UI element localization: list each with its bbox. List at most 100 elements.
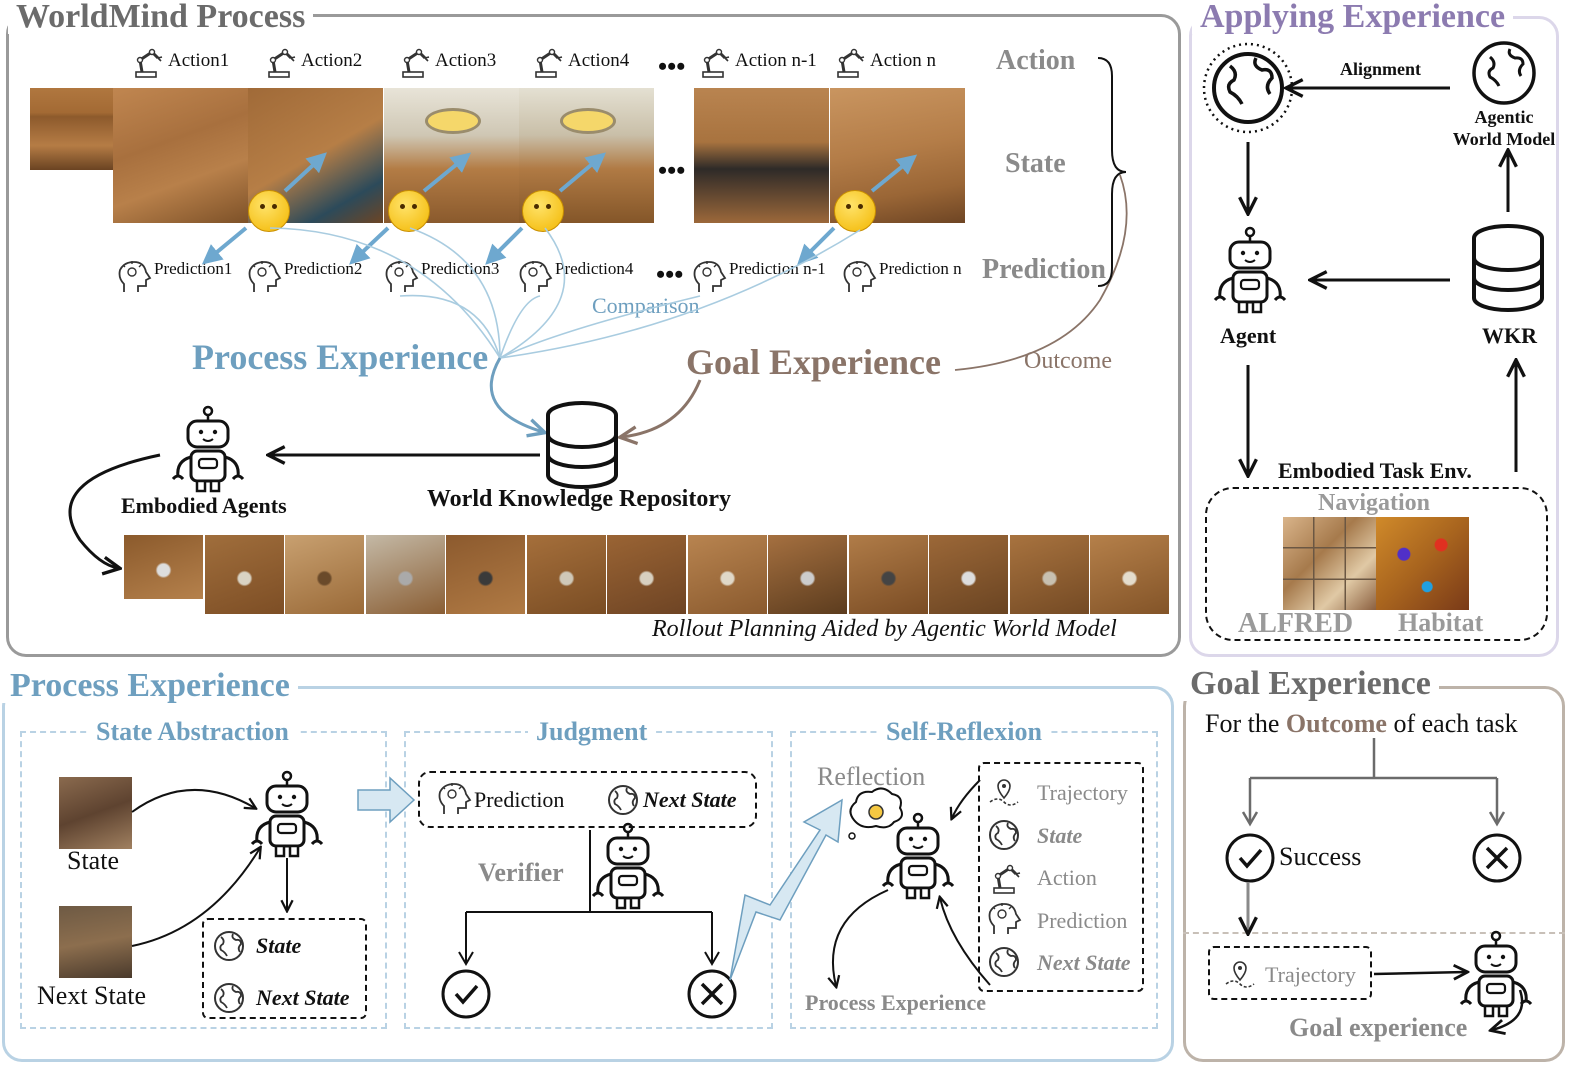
rollout-frame <box>1009 535 1089 614</box>
embodied-agent-robot-icon <box>171 405 245 493</box>
judgment-next-state-label: Next State <box>643 787 737 812</box>
world-model-globe-icon <box>1202 42 1294 134</box>
items-to-robot-arrow-top <box>952 779 981 818</box>
worldmind-process-panel <box>6 14 1181 657</box>
to-judgment-arrow <box>357 776 416 824</box>
verifier-robot-icon <box>591 822 665 910</box>
state-image <box>59 777 132 849</box>
tree-arrowheads <box>458 951 720 966</box>
prediction-label: Prediction4 <box>555 259 634 278</box>
action-label: Action1 <box>168 50 230 71</box>
next-state-globe-icon-reflexion <box>989 947 1019 977</box>
navigation-label: Navigation <box>1316 490 1433 516</box>
rollout-frame <box>768 535 847 614</box>
robot-to-process-exp-arrow <box>833 889 889 986</box>
judgment-prediction-label: Prediction <box>474 787 565 812</box>
states-ellipsis: ••• <box>658 156 686 185</box>
outcome-line-post: of each task <box>1386 709 1518 738</box>
outcome-word: Outcome <box>1285 709 1387 738</box>
worldmind-process-title: WorldMind Process <box>8 0 314 34</box>
prediction-arrow <box>349 226 390 265</box>
action-robot-arm-icon <box>992 864 1022 895</box>
items-to-robot-arrow-bottom <box>940 898 991 986</box>
outcome-label: Outcome <box>1024 348 1112 374</box>
habitat-thumbnail <box>1376 517 1469 610</box>
reflection-label: Reflection <box>817 762 926 791</box>
next-state-image <box>59 906 132 978</box>
reflexion-process-experience-label: Process Experience <box>805 990 987 1015</box>
process-to-wkr-arrow <box>489 357 543 432</box>
process-experience-heading: Process Experience <box>192 337 489 377</box>
applying-experience-title: Applying Experience <box>1192 0 1514 34</box>
rollout-frame <box>848 535 928 614</box>
action-arrow <box>558 152 607 193</box>
wkr-database-icon-right <box>1472 224 1544 312</box>
success-label: Success <box>1279 842 1362 871</box>
alfred-thumbnail <box>1283 517 1376 610</box>
task-env-box <box>1205 487 1548 641</box>
cross-icon <box>687 969 737 1019</box>
thinking-emoji-icon <box>834 190 876 232</box>
lamp-shape <box>560 108 616 134</box>
next-state-image-label: Next State <box>37 981 147 1010</box>
abstract-state-label: State <box>256 933 302 958</box>
state-frame-5 <box>694 88 829 223</box>
goal-robot-icon <box>1459 930 1533 1018</box>
action-arrow <box>283 152 327 193</box>
wkr-label: WKR <box>1482 323 1537 348</box>
goal-divider <box>1183 932 1565 934</box>
state-globe-icon <box>214 931 244 961</box>
agentic-world-model-globe-icon <box>1472 41 1536 105</box>
goal-experience-label: Goal experience <box>1289 1013 1468 1042</box>
rollout-frame <box>929 535 1008 614</box>
reflexion-robot-icon <box>881 812 955 900</box>
rollout-frame <box>607 535 686 614</box>
wkr-label-main: World Knowledge Repository <box>427 486 731 512</box>
agentic-world-model-label: Agentic World Model <box>1452 107 1556 149</box>
check-icon <box>441 969 491 1019</box>
prediction-arrow <box>485 226 524 265</box>
next-state-globe-icon <box>214 983 244 1013</box>
prediction-arrow <box>797 226 836 265</box>
prediction-label: Prediction n <box>879 259 962 278</box>
state-globe-icon-reflexion <box>989 820 1019 850</box>
reflexion-items-box <box>978 762 1144 992</box>
row-label-state: State <box>1005 148 1066 179</box>
action-label: Action4 <box>568 50 630 71</box>
outcome-curve <box>954 174 1128 371</box>
rollout-frame <box>446 535 525 614</box>
state-abstraction-title: State Abstraction <box>88 719 297 745</box>
lamp-shape <box>425 108 481 134</box>
prediction-bulbhead-icon-reflexion <box>988 902 1021 935</box>
judgment-compare-box <box>418 771 757 828</box>
process-experience-panel <box>2 686 1174 1062</box>
reflexion-item-label: Trajectory <box>1037 780 1128 805</box>
state-image-label: State <box>67 846 119 875</box>
habitat-label: Habitat <box>1398 608 1484 637</box>
judgment-title: Judgment <box>528 719 656 745</box>
robot-to-goal-exp-arrow <box>1492 989 1524 1030</box>
reflexion-item-label: Next State <box>1037 950 1131 975</box>
prediction-arrow <box>201 226 248 265</box>
outcome-tree-arrowheads <box>1241 811 1506 827</box>
embodied-task-env-label: Embodied Task Env. <box>1278 458 1472 483</box>
action-label: Action n-1 <box>735 50 817 71</box>
abstract-next-state-label: Next State <box>256 985 350 1010</box>
goal-to-wkr-arrow <box>622 379 702 437</box>
next-state-to-robot-arrow <box>131 848 260 947</box>
comparison-label: Comparison <box>592 293 700 318</box>
state-frame-1 <box>113 88 248 223</box>
action-label: Action n <box>870 50 936 71</box>
rollout-caption: Rollout Planning Aided by Agentic World … <box>652 616 1117 642</box>
success-check-icon <box>1225 833 1275 883</box>
prediction-label: Prediction3 <box>421 259 500 278</box>
action-label: Action2 <box>301 50 363 71</box>
goal-experience-heading: Goal Experience <box>686 342 941 382</box>
row-label-prediction: Prediction <box>982 254 1106 285</box>
trajectory-pin-icon <box>989 779 1019 806</box>
alignment-label: Alignment <box>1340 59 1421 79</box>
agent-to-rollout-arrow <box>68 453 161 568</box>
action-label: Action3 <box>435 50 497 71</box>
goal-trajectory-box <box>1208 946 1372 1000</box>
state-to-robot-arrow <box>131 789 255 813</box>
